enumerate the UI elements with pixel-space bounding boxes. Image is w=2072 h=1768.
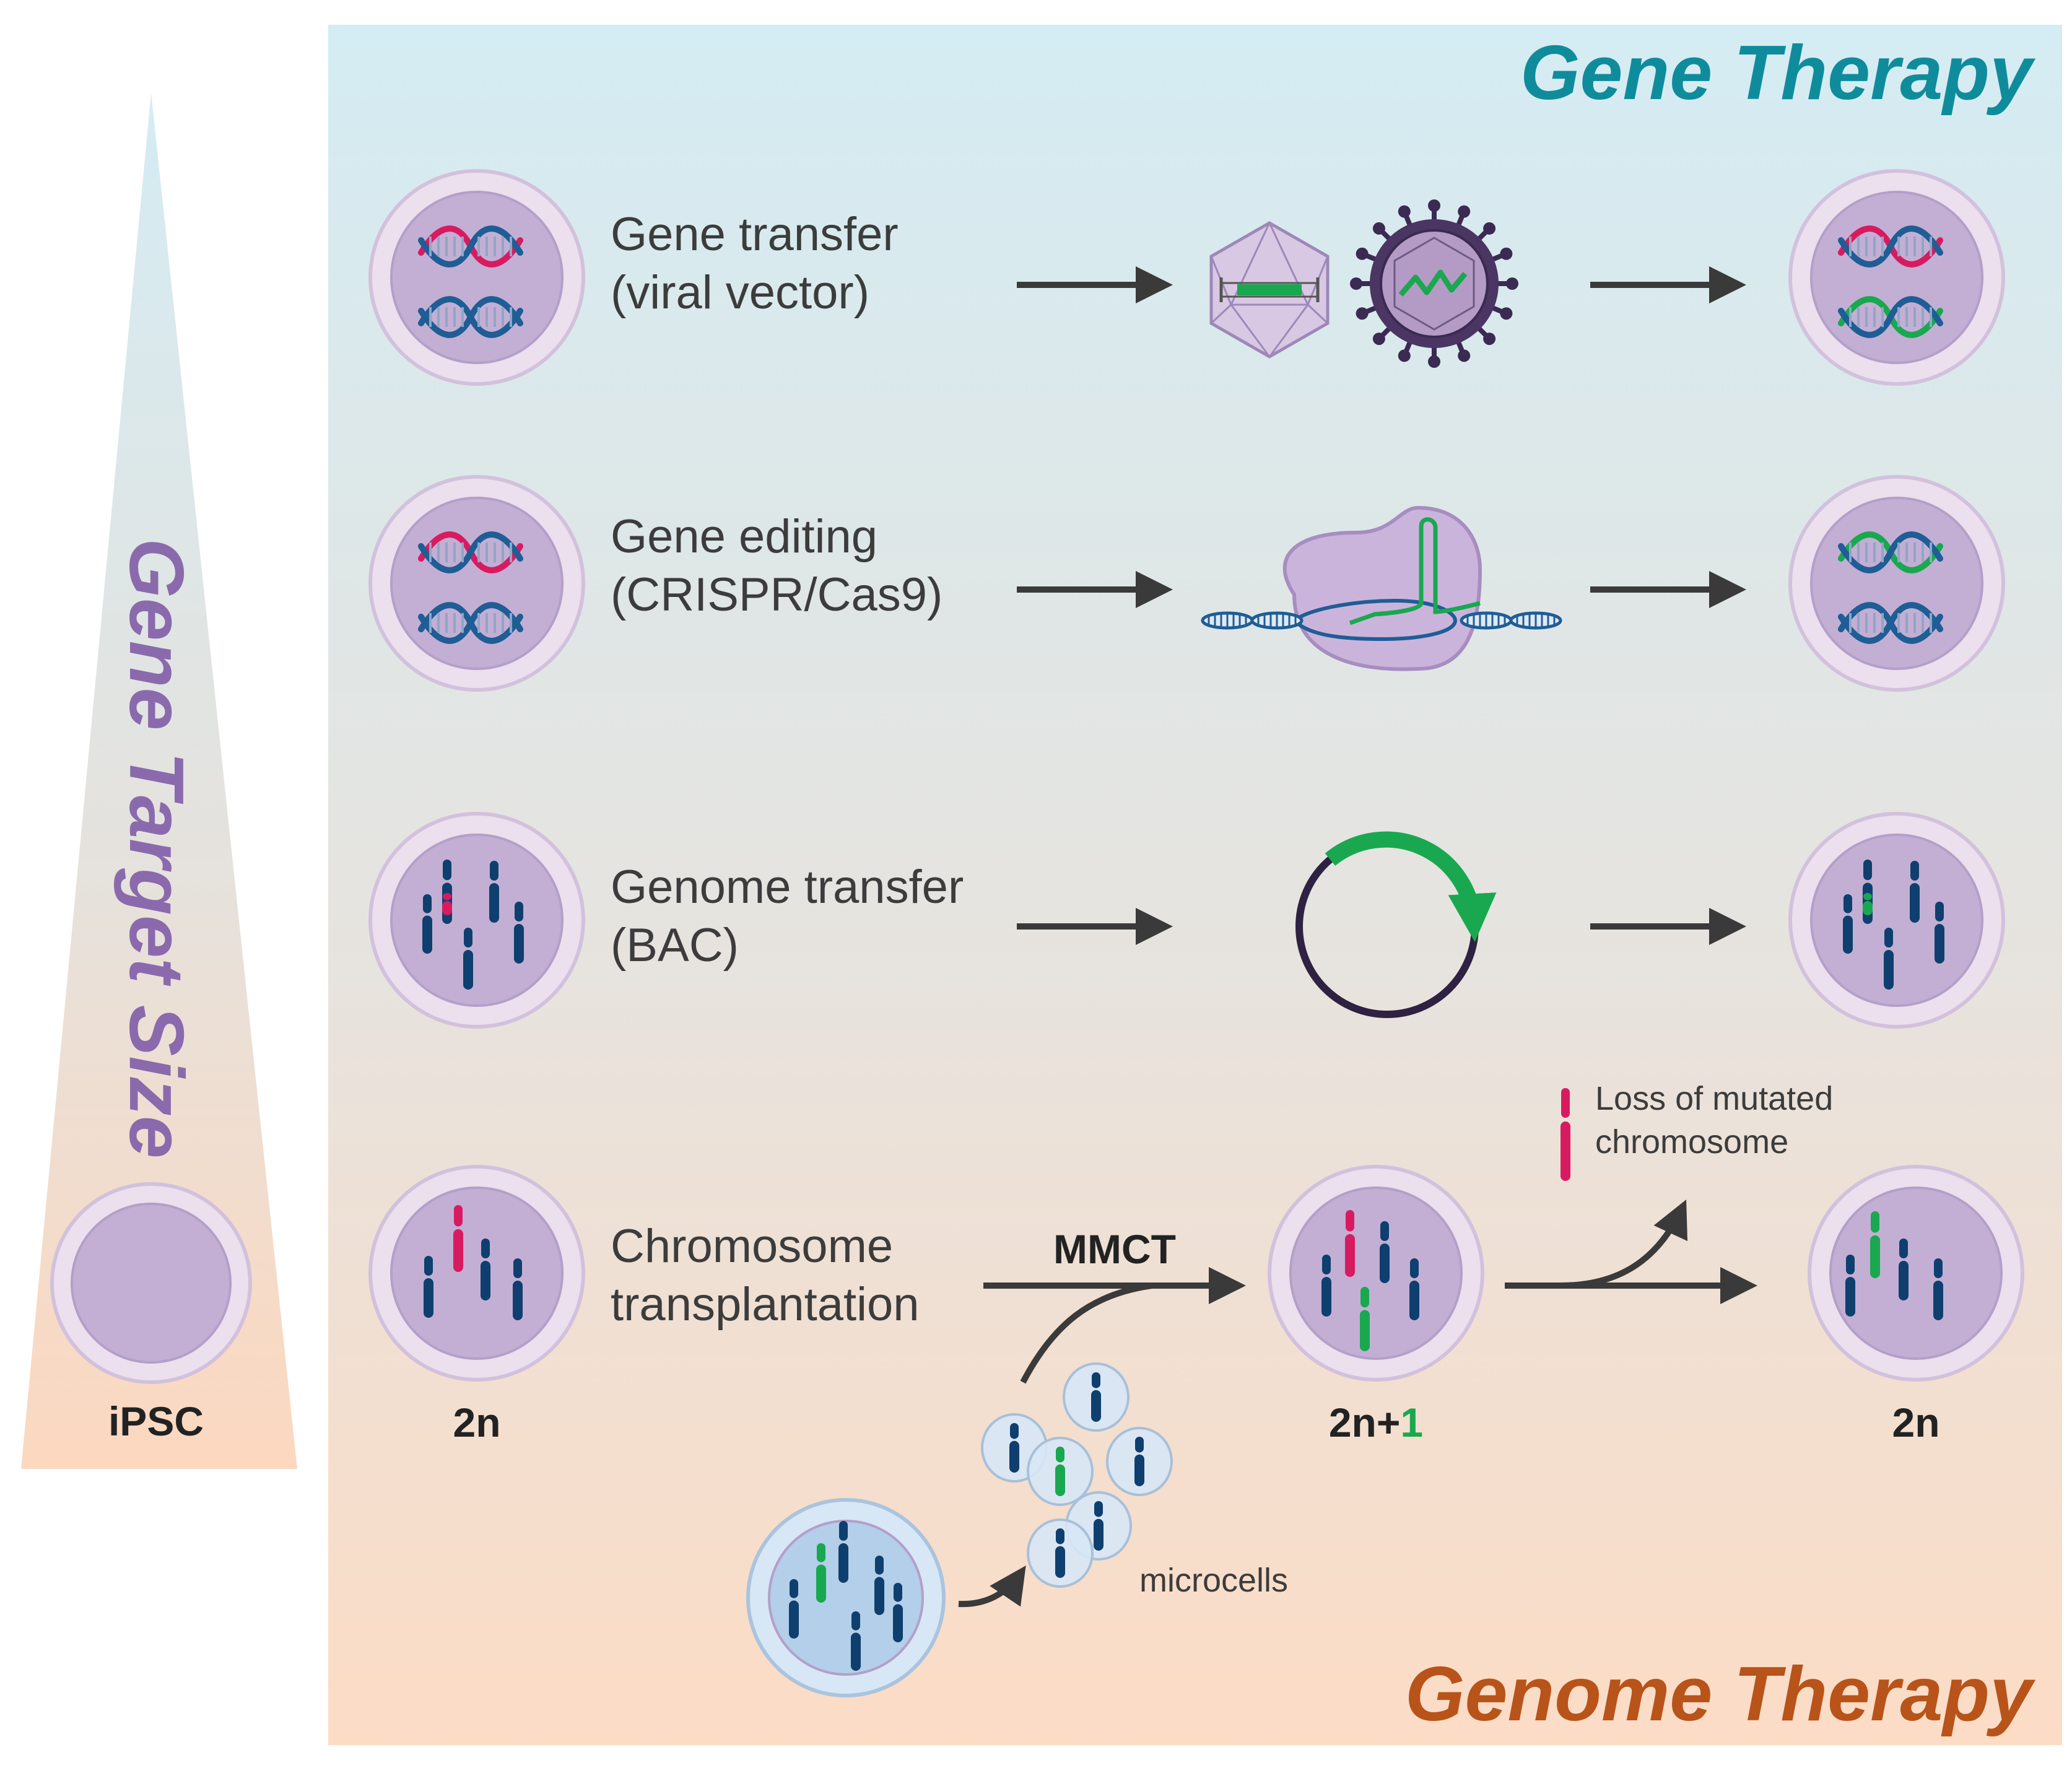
row2-label-2: (CRISPR/Cas9) (611, 568, 942, 621)
microcells-layer (981, 1362, 1173, 1588)
chromosome-icon (789, 1579, 799, 1639)
row3-cell-after (1788, 812, 2005, 1029)
chromosome-icon (1561, 1088, 1570, 1181)
row3-cell-before (368, 812, 585, 1029)
chromosome-icon (442, 893, 452, 915)
row3-label-1: Genome transfer (611, 861, 964, 913)
dna-segment-icon (1460, 611, 1513, 630)
dna-helix-icon (1838, 531, 1943, 573)
microcells-label: microcells (1139, 1562, 1288, 1599)
chromosome-icon (489, 861, 499, 923)
donor-to-microcells-arrow (958, 1566, 1026, 1608)
dna-segment-icon (1509, 611, 1562, 630)
row1-label-1: Gene transfer (611, 208, 899, 261)
ipsc-cell (50, 1182, 252, 1384)
bac-plasmid-icon (1295, 831, 1497, 1018)
chromosome-icon (424, 1256, 433, 1318)
row4-cell-hybrid (1268, 1165, 1484, 1382)
microcell-icon (1027, 1518, 1094, 1588)
microcell-fusion-arrow (1020, 1282, 1152, 1384)
chromosome-icon (422, 894, 432, 954)
donor-cell (746, 1498, 946, 1697)
chromosome-icon (453, 1205, 463, 1272)
chromosome-icon (1055, 1528, 1065, 1578)
microcell-icon (1063, 1362, 1130, 1432)
dna-helix-icon (1838, 225, 1943, 268)
dna-helix-icon (418, 225, 523, 268)
mmct-label: MMCT (1053, 1226, 1176, 1272)
ploidy-before: 2n (453, 1400, 500, 1445)
row3-label-2: (BAC) (611, 919, 739, 972)
virus-icon (1350, 199, 1518, 368)
chromosome-icon (1910, 861, 1920, 923)
mutated-chromosome-icon (1561, 1088, 1570, 1181)
gene-therapy-banner: Gene Therapy (1520, 30, 2036, 116)
chromosome-icon (1845, 1255, 1855, 1317)
ploidy-after: 2n (1892, 1400, 1939, 1445)
cas9-dna-icon (1201, 611, 1562, 630)
chromosome-icon (816, 1543, 826, 1603)
chromosome-icon (1409, 1258, 1419, 1320)
chromosome-icon (1380, 1221, 1390, 1283)
main-panel (328, 25, 2062, 1745)
row4-label-1: Chromosome (611, 1220, 893, 1273)
chromosome-icon (1884, 928, 1894, 990)
dna-helix-icon (1838, 602, 1943, 644)
chromosome-icon (1360, 1287, 1370, 1351)
dna-helix-icon (418, 531, 523, 573)
chromosome-icon (1899, 1239, 1909, 1300)
loss-label-2: chromosome (1595, 1123, 1788, 1161)
chromosome-icon (1843, 894, 1853, 954)
genome-therapy-banner: Genome Therapy (1405, 1652, 2036, 1737)
row2-cell-before (368, 475, 585, 692)
row4-label-2: transplantation (611, 1278, 920, 1331)
cells-layer (368, 169, 2024, 1697)
chromosome-icon (1009, 1423, 1019, 1473)
dna-helix-icon (418, 296, 523, 338)
cas9-complex-icon (1282, 505, 1482, 671)
row2-label-1: Gene editing (611, 510, 877, 563)
dna-helix-icon (418, 602, 523, 644)
chromosome-icon (1345, 1210, 1355, 1277)
microcell-icon (1106, 1427, 1173, 1496)
row4-cell-after (1808, 1165, 2024, 1382)
row1-cell-before (368, 169, 585, 386)
chromosome-icon (1091, 1372, 1101, 1422)
chromosome-icon (893, 1583, 903, 1642)
chromosome-icon (851, 1611, 861, 1671)
chromosome-icon (1055, 1447, 1065, 1496)
chromosome-icon (874, 1556, 884, 1615)
ploidy-mid-plus: 1 (1400, 1400, 1423, 1445)
ploidy-mid-base: 2n+ (1329, 1400, 1401, 1445)
row1-cell-after (1788, 169, 2005, 386)
dna-segment-icon (1201, 611, 1254, 630)
chromosome-icon (1134, 1437, 1144, 1486)
chromosome-icon (514, 902, 524, 964)
gene-target-size-label: Gene Target Size (113, 538, 199, 1159)
chromosome-icon (1094, 1501, 1103, 1551)
ipsc-label: iPSC (108, 1398, 204, 1444)
chromosome-icon (1321, 1255, 1331, 1317)
chromosome-icon (463, 928, 473, 990)
row1-label-2: (viral vector) (611, 266, 869, 319)
loss-label-1: Loss of mutated (1595, 1080, 1833, 1117)
chromosome-icon (1933, 1258, 1943, 1320)
row2-cell-after (1788, 475, 2005, 692)
chromosome-icon (1863, 893, 1873, 915)
dna-helix-icon (1838, 296, 1943, 338)
microcell-icon (1027, 1437, 1094, 1506)
row4-cell-before (368, 1165, 585, 1382)
chromosome-icon (838, 1521, 848, 1583)
dna-segment-icon (1250, 611, 1304, 630)
loss-arrow-branch (1560, 1200, 1688, 1289)
chromosome-icon (481, 1239, 490, 1300)
viral-capsid-icon (1209, 220, 1330, 359)
chromosome-icon (1870, 1211, 1880, 1278)
chromosome-icon (1935, 902, 1944, 964)
target-size-triangle (21, 93, 297, 1469)
ploidy-mid: 2n+1 (1329, 1400, 1423, 1445)
chromosome-icon (513, 1258, 523, 1320)
